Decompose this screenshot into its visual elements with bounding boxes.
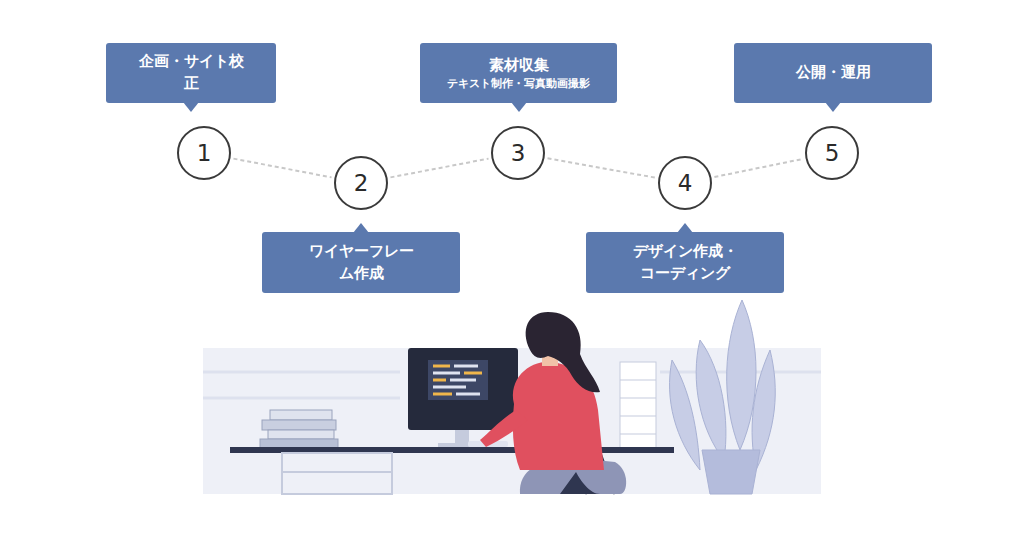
dashed-connector (714, 159, 802, 177)
step-number: 5 (825, 140, 840, 166)
step-title: 企画・サイト校正 (134, 51, 248, 95)
callout-pointer (677, 223, 693, 233)
dashed-connector (233, 159, 331, 178)
step-callout-box: ワイヤーフレーム作成 (262, 232, 460, 293)
step-number: 1 (197, 140, 212, 166)
callout-pointer (353, 223, 369, 233)
step-callout-box: 企画・サイト校正 (106, 43, 276, 103)
step-number: 2 (354, 170, 369, 196)
step-title: 公開・運用 (796, 62, 871, 84)
step-number-circle: 5 (805, 126, 859, 180)
plant (670, 300, 776, 494)
desk (230, 447, 674, 494)
callout-pointer (511, 102, 527, 112)
step-title: ワイヤーフレーム作成 (304, 241, 418, 285)
callout-pointer (825, 102, 841, 112)
step-number-circle: 3 (491, 126, 545, 180)
step-number-circle: 4 (658, 156, 712, 210)
dashed-connector (390, 159, 488, 178)
step-subtitle: テキスト制作・写真動画撮影 (447, 77, 590, 91)
callout-pointer (183, 102, 199, 112)
step-callout-box: 公開・運用 (734, 43, 932, 103)
step-callout-box: デザイン作成・ コーディング (586, 232, 784, 293)
dashed-connector (548, 158, 656, 177)
step-number: 3 (511, 140, 526, 166)
paper-stack (620, 362, 656, 450)
step-title: 素材収集 (489, 55, 549, 77)
step-number-circle: 1 (177, 126, 231, 180)
book-stack (260, 410, 338, 449)
step-number-circle: 2 (334, 156, 388, 210)
step-title: デザイン作成・ コーディング (628, 241, 742, 285)
step-callout-box: 素材収集テキスト制作・写真動画撮影 (420, 43, 617, 103)
woman-at-desk (480, 312, 626, 494)
step-number: 4 (678, 170, 693, 196)
